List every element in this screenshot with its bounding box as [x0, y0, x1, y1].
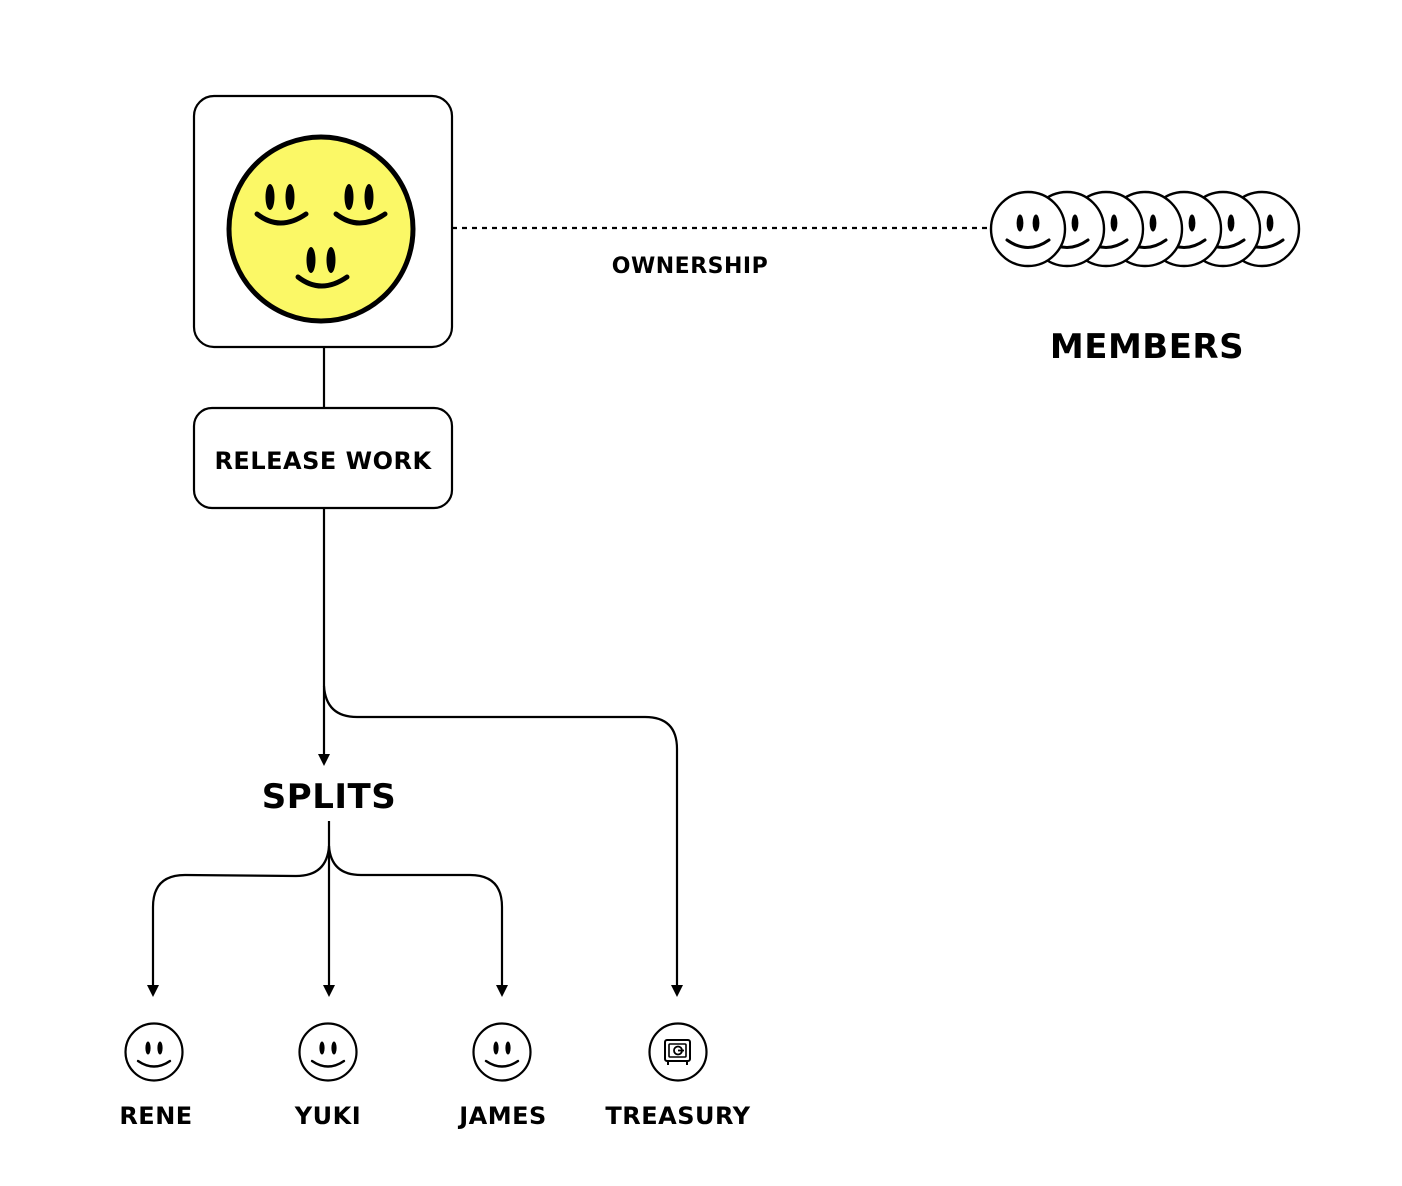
recipient-name: JAMES [457, 1102, 547, 1130]
members-stack [989, 190, 1301, 268]
member-avatar [989, 190, 1067, 268]
splits-to-james-connector [327, 845, 504, 985]
recipient-name: RENE [119, 1102, 192, 1130]
rene-arrowhead [147, 985, 159, 997]
recipient-name: YUKI [294, 1102, 361, 1130]
smiley-icon [472, 1022, 532, 1082]
smiley-icon [989, 190, 1067, 268]
splits-label: SPLITS [262, 777, 396, 817]
dao-node [192, 94, 454, 349]
smiley-icon [124, 1022, 184, 1082]
recipient-name: TREASURY [605, 1102, 750, 1130]
release-work-label: RELEASE WORK [214, 447, 432, 475]
three-smileys-face-icon [226, 134, 416, 324]
splits-to-rene-connector [151, 845, 331, 985]
recipient-treasury: TREASURY [605, 1022, 750, 1130]
smiley-icon [298, 1022, 358, 1082]
yuki-arrowhead [323, 985, 335, 997]
james-arrowhead [496, 985, 508, 997]
recipient-yuki: YUKI [294, 1022, 361, 1130]
ownership-label: OWNERSHIP [612, 254, 768, 279]
members-label: MEMBERS [1050, 327, 1244, 367]
safe-icon [648, 1022, 708, 1082]
recipient-james: JAMES [457, 1022, 547, 1130]
splits-arrowhead [318, 754, 330, 766]
recipient-rene: RENE [119, 1022, 192, 1130]
release-work-node: RELEASE WORK [192, 406, 454, 510]
treasury-arrowhead [671, 985, 683, 997]
release-to-treasury-connector [322, 685, 679, 985]
